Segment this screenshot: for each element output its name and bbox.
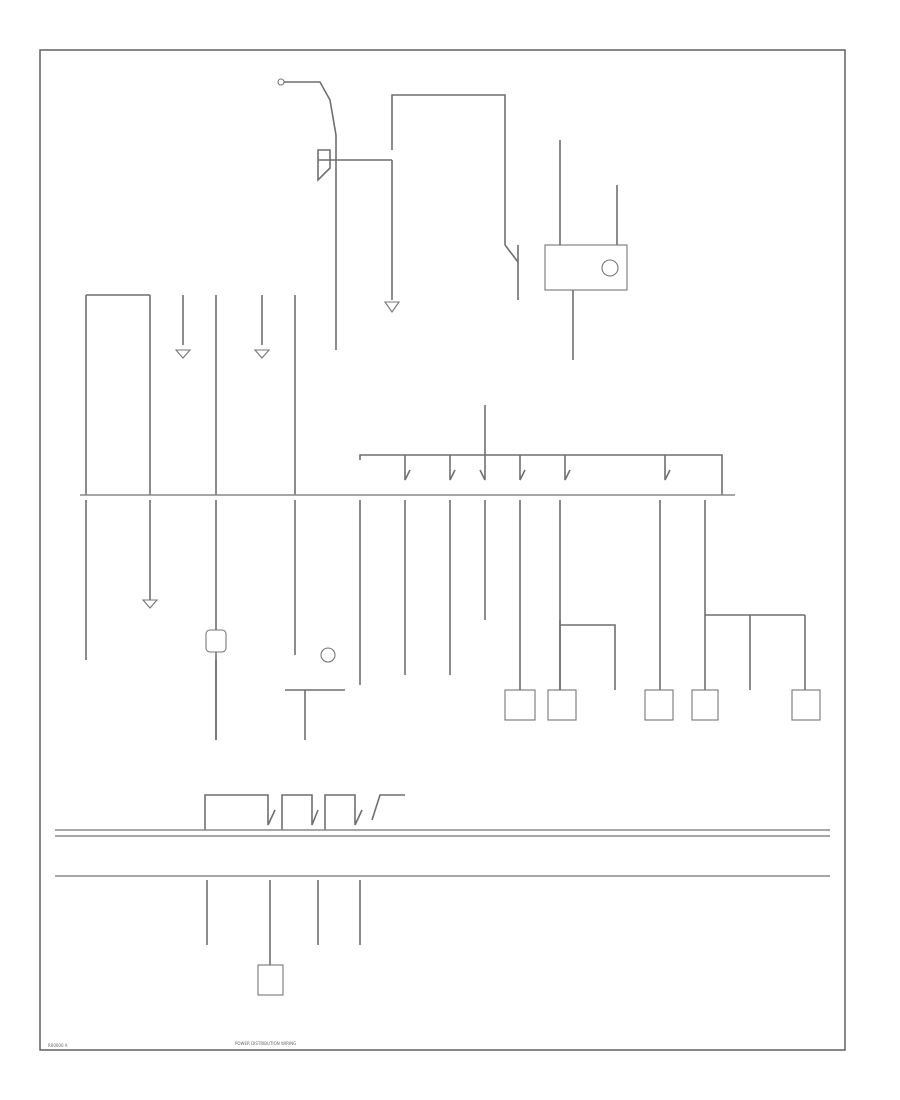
ground-symbol-1: [383, 301, 401, 313]
footer-caption: POWER DISTRIBUTION WIRING: [235, 1041, 296, 1046]
component-box-6: [257, 964, 284, 996]
component-box-5: [791, 689, 821, 721]
middle-section: [85, 500, 821, 740]
component-box-2: [547, 689, 577, 721]
lower-section: [55, 794, 830, 996]
battery-terminal: [277, 78, 285, 86]
diagram-frame: [39, 49, 846, 1051]
top-section: [85, 78, 723, 495]
component-box-1: [504, 689, 536, 721]
ground-symbol-2: [174, 349, 192, 359]
relay-coil: [601, 259, 619, 277]
ground-symbol-3: [253, 349, 271, 359]
relay-small: [205, 629, 227, 653]
component-box-4: [691, 689, 719, 721]
component-box-3: [644, 689, 674, 721]
ignition-switch: [317, 149, 331, 182]
page-code: R00000 A: [48, 1043, 68, 1048]
